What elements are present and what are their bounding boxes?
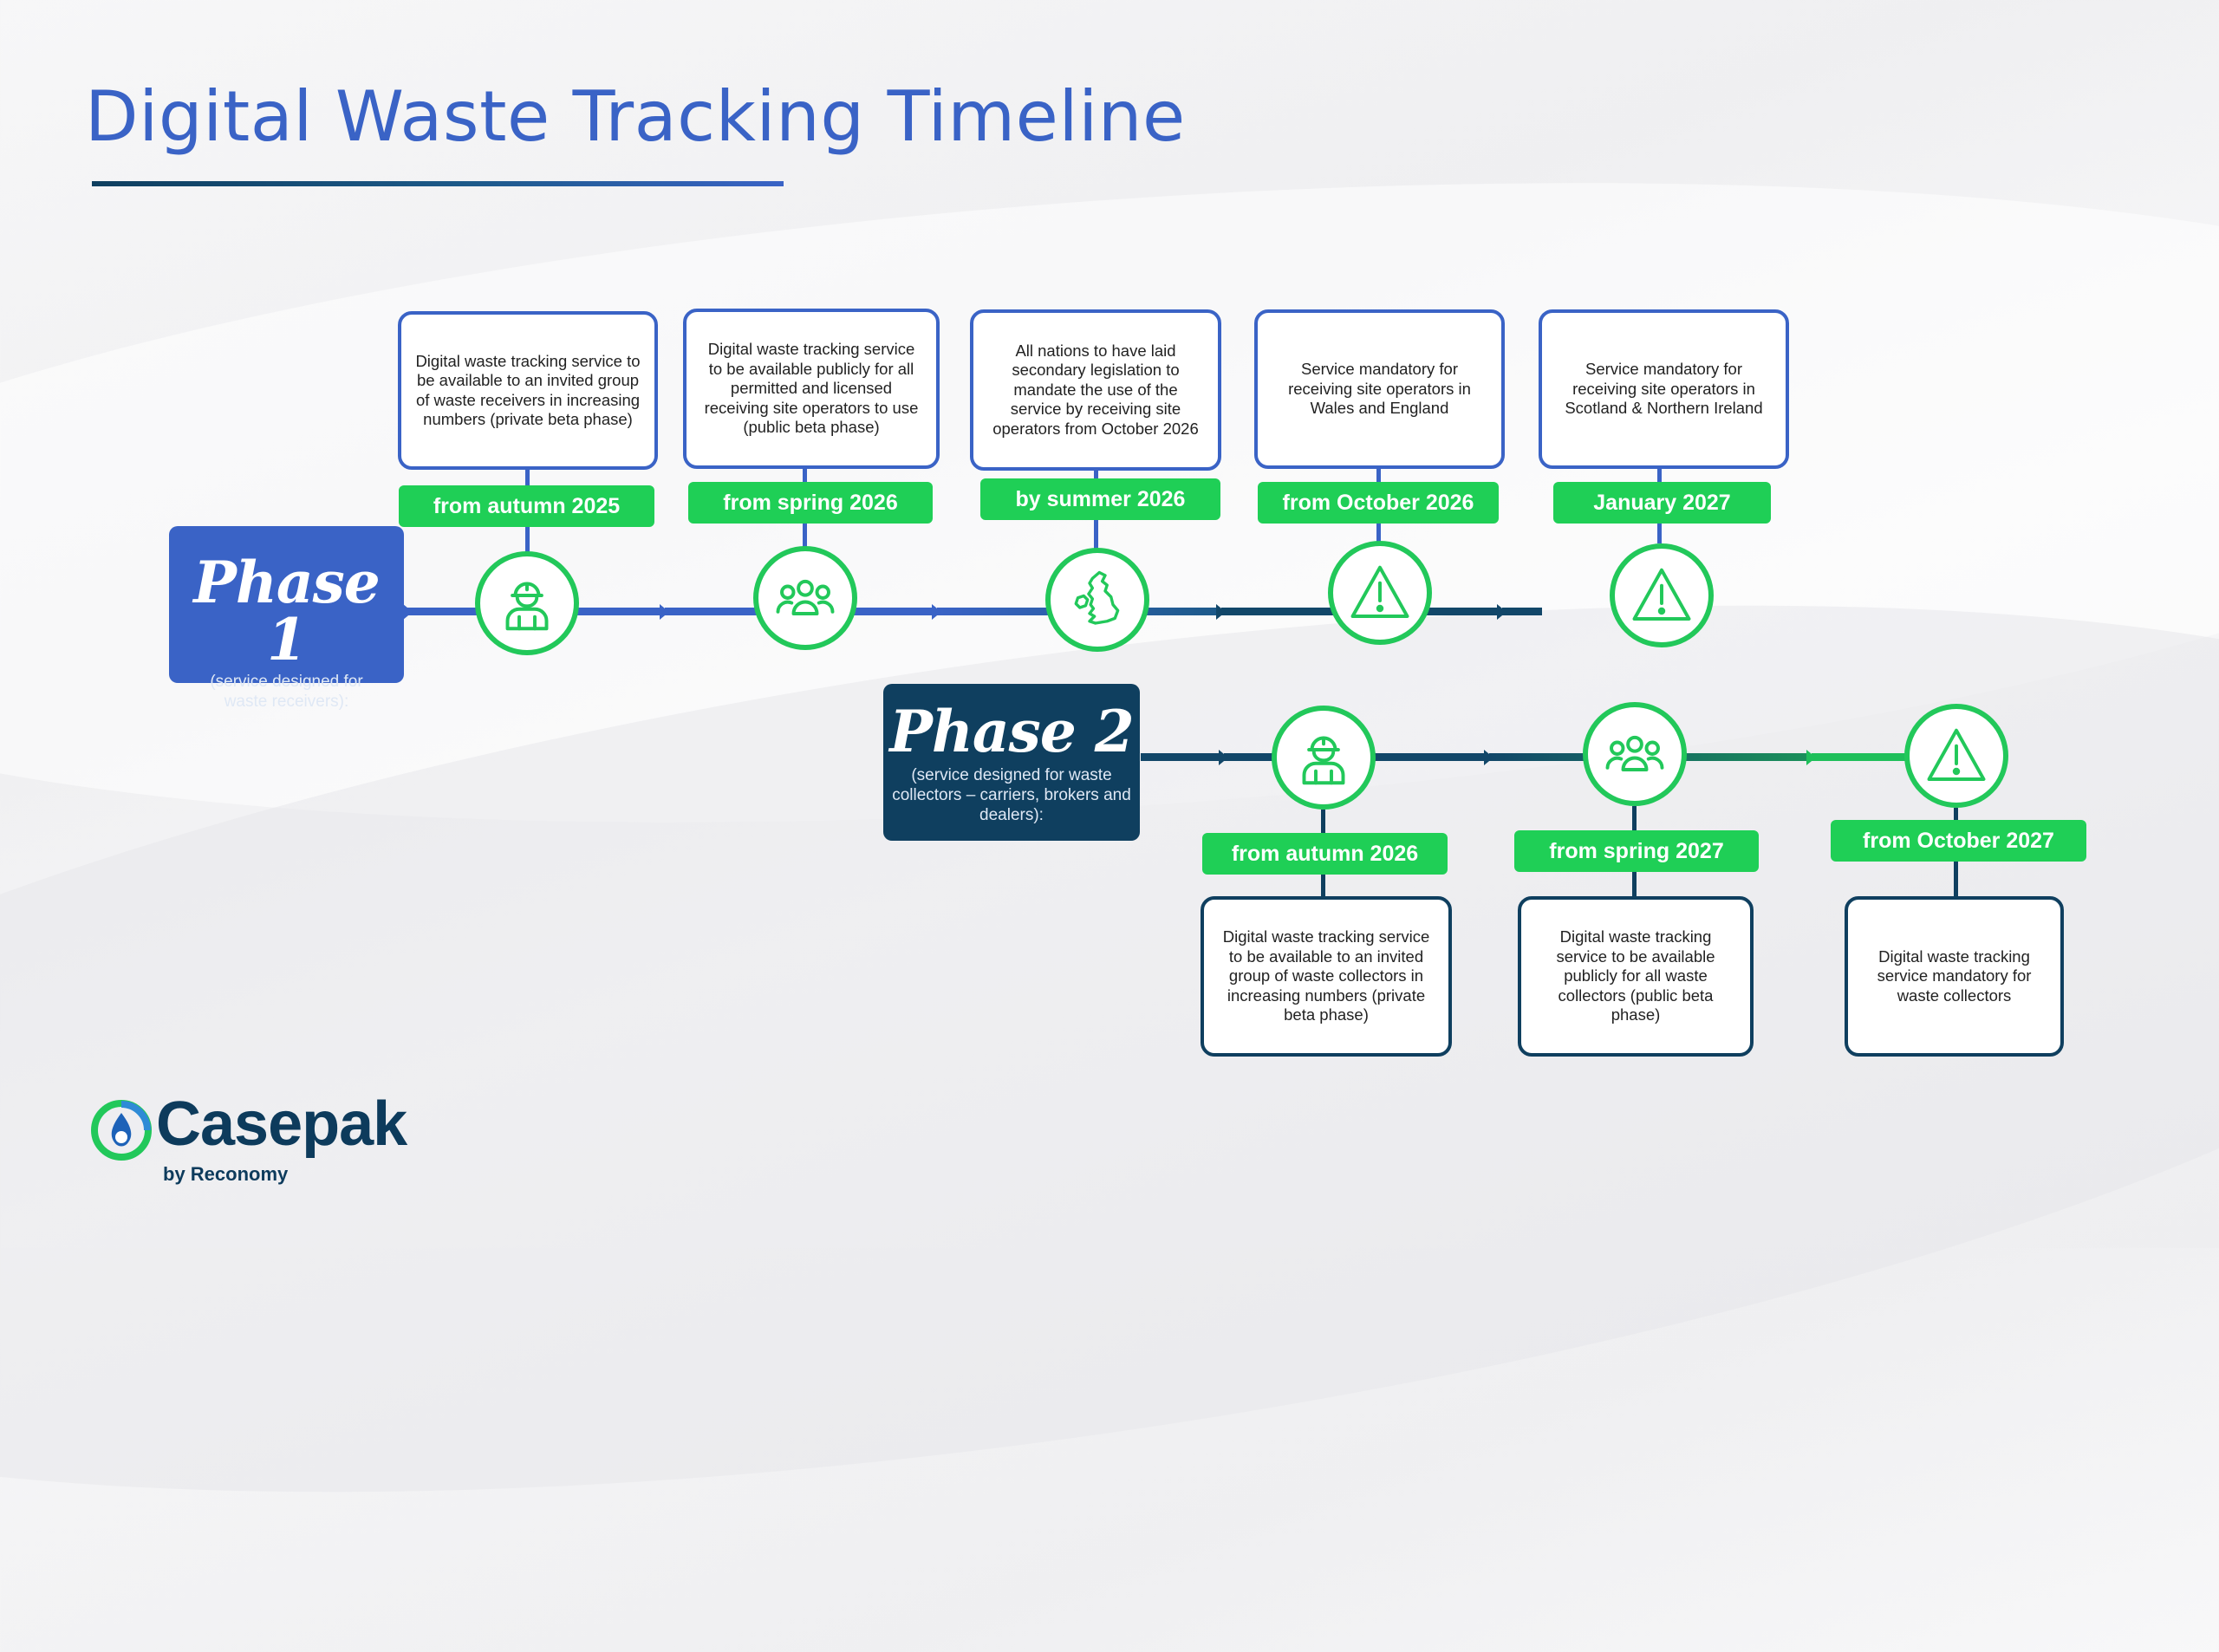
milestone-icon-circle	[1045, 548, 1149, 652]
milestone-icon-circle	[753, 546, 857, 650]
milestone-date-badge: from spring 2027	[1514, 830, 1759, 872]
milestone-date-badge: from autumn 2025	[399, 485, 654, 527]
logo-byline: by Reconomy	[163, 1163, 289, 1185]
phase1-milestone-card: Digital waste tracking service to be ava…	[683, 309, 940, 469]
milestone-description: Service mandatory for receiving site ope…	[1565, 360, 1763, 418]
warning-icon	[1632, 568, 1691, 621]
milestone-description: Digital waste tracking service mandatory…	[1877, 946, 2032, 1005]
chevron-right-icon	[1497, 604, 1506, 620]
worker-icon	[1302, 736, 1345, 785]
title-underline	[92, 181, 784, 186]
phase2-subtitle: (service designed for waste collectors –…	[892, 766, 1131, 824]
page-title: Digital Waste Tracking Timeline	[85, 76, 1186, 157]
milestone-icon-circle	[475, 551, 579, 655]
phase2-milestone-card: Digital waste tracking service to be ava…	[1201, 896, 1452, 1057]
phase1-milestone-card: All nations to have laid secondary legis…	[970, 309, 1221, 471]
phase1-box: Phase 1 (service designed for waste rece…	[169, 526, 404, 711]
milestone-description: Service mandatory for receiving site ope…	[1288, 360, 1471, 418]
phase1-timeline-segment	[1502, 608, 1542, 615]
phase2-milestone-card: Digital waste tracking service to be ava…	[1518, 896, 1754, 1057]
milestone-date-badge: from spring 2026	[688, 482, 933, 524]
phase1-milestone-card: Service mandatory for receiving site ope…	[1539, 309, 1789, 469]
chevron-right-icon	[1484, 750, 1493, 765]
chevron-right-icon	[1806, 750, 1816, 765]
casepak-logo-icon	[91, 1100, 152, 1161]
chevron-right-icon	[1219, 750, 1228, 765]
milestone-icon-circle	[1328, 541, 1432, 645]
milestone-icon-circle	[1904, 704, 2008, 808]
phase2-box: Phase 2 (service designed for waste coll…	[883, 684, 1140, 841]
phase1-title: Phase 1	[193, 549, 381, 673]
chevron-right-icon	[1216, 604, 1226, 620]
group-icon	[776, 579, 835, 615]
milestone-description: Digital waste tracking service to be ava…	[704, 340, 919, 437]
milestone-date-badge: from October 2026	[1258, 482, 1499, 524]
phase1-subtitle: (service designed for waste receivers):	[210, 673, 363, 711]
uk-map-icon	[1074, 570, 1120, 625]
worker-icon	[505, 582, 549, 631]
logo-brand: Casepak	[156, 1089, 407, 1159]
milestone-icon-circle	[1583, 702, 1687, 806]
milestone-description: All nations to have laid secondary legis…	[992, 341, 1199, 438]
phase2-milestone-card: Digital waste tracking service mandatory…	[1845, 896, 2064, 1057]
chevron-right-icon	[403, 604, 413, 620]
milestone-icon-circle	[1272, 706, 1376, 810]
warning-icon	[1927, 728, 1986, 781]
chevron-right-icon	[660, 604, 669, 620]
phase2-title: Phase 2	[889, 698, 1134, 765]
chevron-right-icon	[932, 604, 941, 620]
milestone-description: Digital waste tracking service to be ava…	[1222, 927, 1430, 1024]
phase1-milestone-card: Service mandatory for receiving site ope…	[1254, 309, 1505, 469]
milestone-date-badge: from October 2027	[1831, 820, 2086, 862]
phase1-milestone-card: Digital waste tracking service to be ava…	[398, 311, 658, 470]
milestone-description: Digital waste tracking service to be ava…	[1556, 927, 1715, 1024]
group-icon	[1605, 735, 1664, 771]
milestone-icon-circle	[1610, 543, 1714, 647]
milestone-date-badge: January 2027	[1553, 482, 1771, 524]
warning-icon	[1350, 565, 1409, 618]
phase2-timeline-segment	[1141, 753, 1219, 761]
milestone-date-badge: by summer 2026	[980, 478, 1220, 520]
milestone-date-badge: from autumn 2026	[1202, 833, 1448, 875]
milestone-description: Digital waste tracking service to be ava…	[415, 351, 641, 429]
phase2-timeline-segment	[1812, 753, 1914, 761]
